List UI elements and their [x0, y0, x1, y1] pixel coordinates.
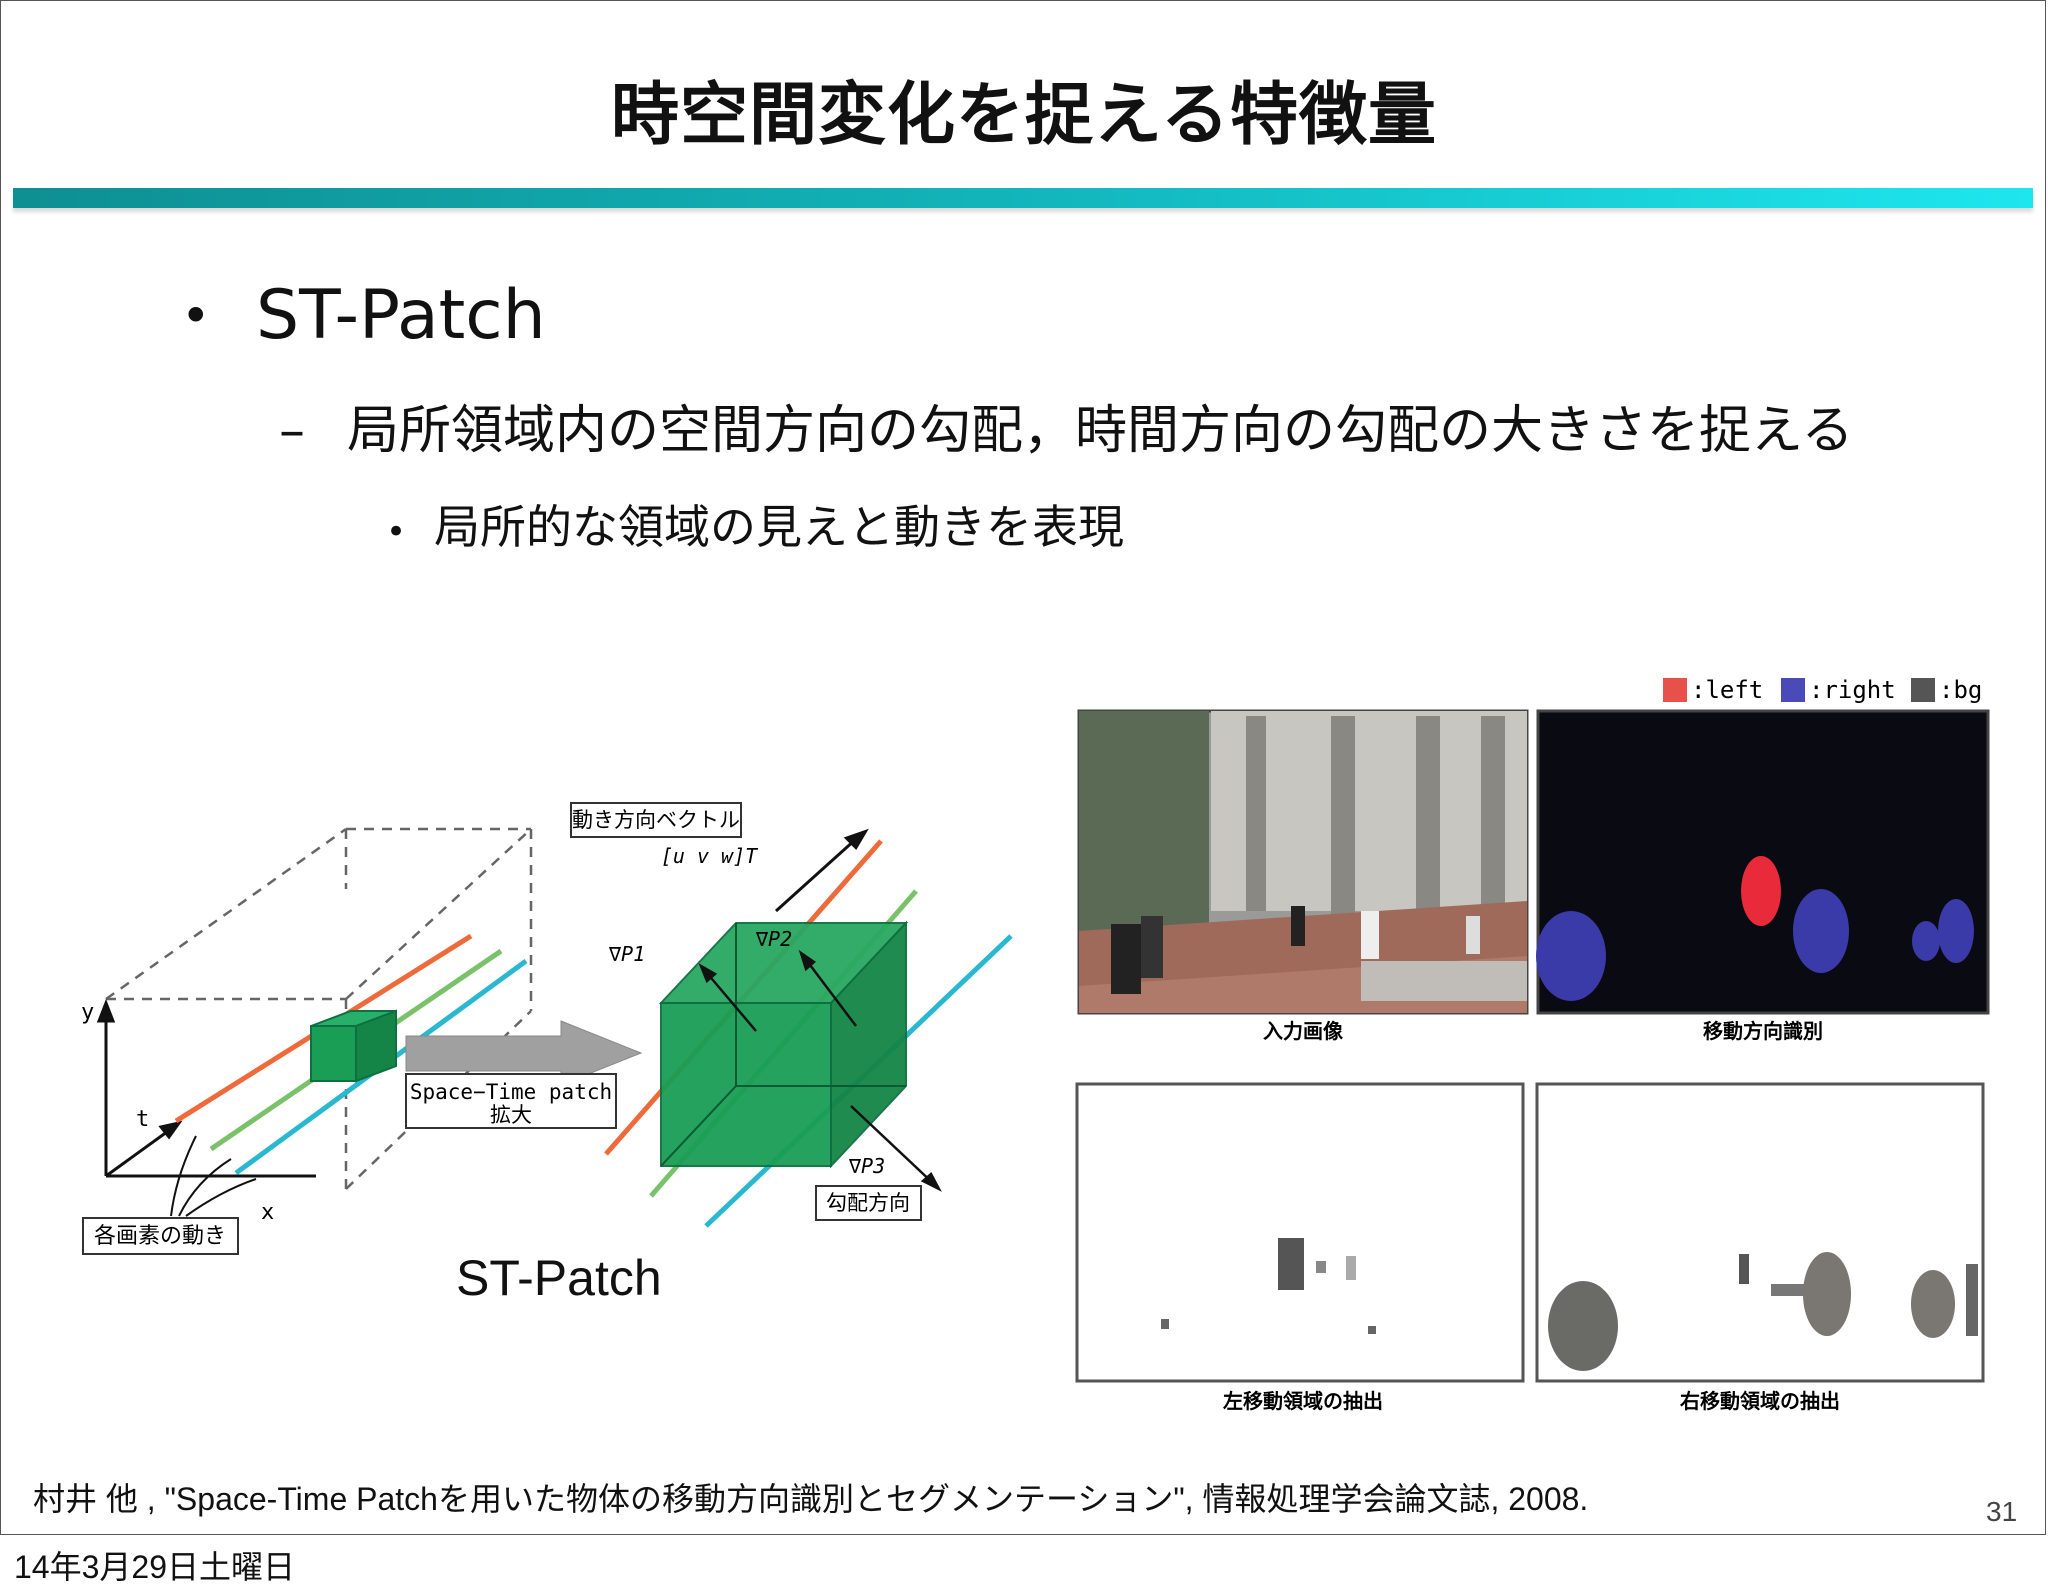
legend-swatch-bg: [1911, 678, 1935, 702]
gradient-direction-label: 勾配方向: [826, 1191, 910, 1215]
st-patch-diagram: y t x 各画素の動き Space−Time patch 拡大: [81, 802, 1013, 1255]
input-image-panel: [1077, 709, 1529, 1015]
left-extraction-panel: [1075, 1082, 1525, 1383]
caption-direction: 移動方向識別: [1703, 1019, 1823, 1043]
pixel-motion-arrows: [170, 1135, 257, 1217]
enlarge-label: 拡大: [490, 1103, 532, 1127]
label-grad-p1: ∇P1: [608, 942, 645, 966]
slide-title: 時空間変化を捉える特徴量: [611, 76, 1437, 155]
legend-swatch-right: [1781, 678, 1805, 702]
legend-swatch-left: [1663, 678, 1687, 702]
axis-x-label: x: [261, 1200, 274, 1225]
label-grad-p3: ∇P3: [848, 1154, 885, 1178]
bullet-text-gradient: 局所領域内の空間方向の勾配，時間方向の勾配の大きさを捉える: [347, 401, 1854, 461]
pixel-motion-label: 各画素の動き: [94, 1224, 226, 1249]
axis-t-label: t: [136, 1107, 149, 1132]
bullet-level-3: • 局所的な領域の見えと動きを表現: [386, 494, 1124, 565]
legend-label-right: :right: [1809, 676, 1896, 704]
large-patch-cube: [658, 920, 909, 1169]
figure-caption: ST-Patch: [456, 1250, 662, 1306]
bullet-text-st-patch: ST-Patch: [256, 276, 546, 355]
bullet-dot: •: [181, 287, 211, 345]
bullet-dash: –: [279, 401, 305, 461]
space-time-patch-label: Space−Time patch: [410, 1080, 612, 1104]
bullet-text-appearance: 局所的な領域の見えと動きを表現: [434, 500, 1124, 554]
gradient-arrows: [698, 828, 942, 1192]
caption-left-extraction: 左移動領域の抽出: [1223, 1389, 1383, 1413]
uvw-label: [u v w]T: [661, 844, 759, 868]
axes: [96, 998, 316, 1178]
footer-date: 14年3月29日土曜日: [14, 1549, 295, 1585]
enlarge-arrow: [405, 1020, 643, 1086]
direction-panel: [1536, 709, 1990, 1015]
motion-vector-label: 動き方向ベクトル: [572, 808, 740, 832]
bullet-dot-small: •: [386, 512, 407, 552]
legend-label-left: :left: [1691, 676, 1763, 704]
bullet-level-2: –局所領域内の空間方向の勾配，時間方向の勾配の大きさを捉える: [279, 396, 1853, 466]
right-extraction-panel: [1535, 1082, 1985, 1383]
title-accent-bar: [13, 188, 2033, 208]
label-grad-p2: ∇P2: [755, 927, 792, 951]
slide: 時空間変化を捉える特徴量 • ST-Patch –局所領域内の空間方向の勾配，時…: [0, 0, 2046, 1535]
legend: :left :right :bg: [1663, 676, 1982, 704]
legend-label-bg: :bg: [1939, 676, 1982, 704]
caption-input-image: 入力画像: [1263, 1019, 1344, 1043]
page-number: 31: [1986, 1496, 2018, 1527]
axis-y-label: y: [81, 1000, 94, 1025]
reference-citation: 村井 他 , "Space-Time Patchを用いた物体の移動方向識別とセグ…: [33, 1481, 1589, 1517]
caption-right-extraction: 右移動領域の抽出: [1680, 1389, 1840, 1413]
results-figure: :left :right :bg 入力画像: [1075, 676, 1990, 1413]
small-patch-cube: [310, 1009, 397, 1083]
